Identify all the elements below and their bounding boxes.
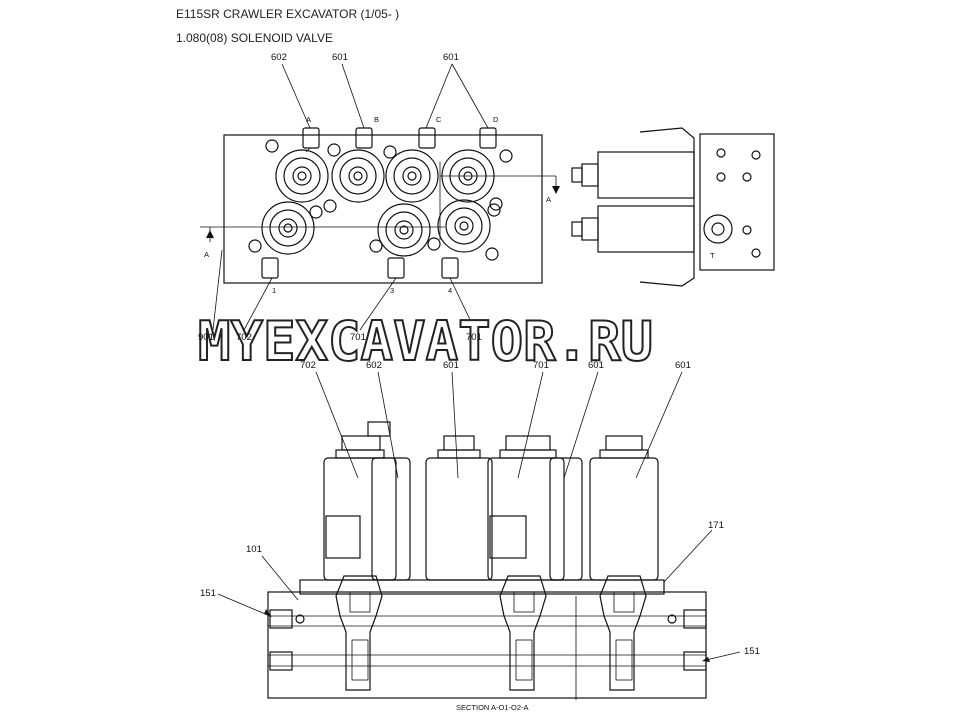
callout-151: 151 [200, 588, 216, 599]
port-number-4: 4 [448, 286, 452, 295]
valve-block-outline [223, 134, 543, 284]
callout-701: 701 [350, 332, 366, 343]
manifold-top [299, 579, 665, 595]
solenoid-coil-2 [367, 421, 411, 581]
watermark: MYEXCAVATOR.RU [198, 310, 653, 373]
drawing-title: E115SR CRAWLER EXCAVATOR (1/05- ) [176, 7, 400, 21]
solenoid-coil-4 [487, 435, 565, 581]
port-label-t: T [710, 251, 715, 260]
callout-601: 601 [675, 360, 691, 371]
solenoid-coil-3 [425, 435, 493, 581]
port-number-1: 1 [272, 286, 276, 295]
callout-601: 601 [443, 52, 459, 63]
solenoid-coil-5 [549, 457, 583, 581]
callout-701: 701 [466, 332, 482, 343]
port-letter-b: B [374, 115, 379, 124]
solenoid-port-d [441, 127, 513, 211]
plug-151-left [269, 609, 293, 629]
solenoid-port-1 [248, 201, 323, 279]
callout-101: 101 [246, 544, 262, 555]
solenoid-port-3 [369, 203, 441, 279]
spool-cartridge-2 [499, 575, 547, 691]
section-title: SECTION A-O1-O2-A [456, 703, 529, 712]
side-body [699, 133, 775, 271]
callout-602: 602 [366, 360, 382, 371]
spool-cartridge-3 [599, 575, 647, 691]
section-view: 702 602 601 701 601 601 171 101 151 151 … [200, 360, 760, 712]
callout-601: 601 [332, 52, 348, 63]
callout-702: 702 [300, 360, 316, 371]
callout-601: 601 [588, 360, 604, 371]
port-letter-d: D [493, 115, 499, 124]
manifold-body [267, 591, 707, 699]
callout-171: 171 [708, 520, 724, 531]
callout-601: 601 [443, 360, 459, 371]
port-letter-c: C [436, 115, 442, 124]
solenoid-port-b [327, 127, 385, 203]
drawing-subtitle: 1.080(08) SOLENOID VALVE [176, 31, 333, 45]
side-view: T [571, 127, 775, 287]
spool-cartridge-1 [335, 575, 383, 691]
port-number-3: 3 [390, 286, 394, 295]
callout-702: 702 [236, 332, 252, 343]
top-view: 602 601 601 A B C D 1 3 4 A A [200, 52, 560, 331]
section-mark-right: A [546, 195, 551, 204]
section-mark-left: A [204, 250, 209, 259]
top-view-lower-callouts: 901 702 701 701 [198, 332, 482, 343]
solenoid-port-4 [437, 199, 501, 279]
port-letter-a: A [306, 115, 311, 124]
solenoid-port-a [265, 127, 337, 213]
callout-701: 701 [533, 360, 549, 371]
solenoid-port-c [383, 127, 439, 203]
callout-602: 602 [271, 52, 287, 63]
solenoid-coil-6 [589, 435, 659, 581]
callout-151: 151 [744, 646, 760, 657]
callout-901: 901 [198, 332, 214, 343]
